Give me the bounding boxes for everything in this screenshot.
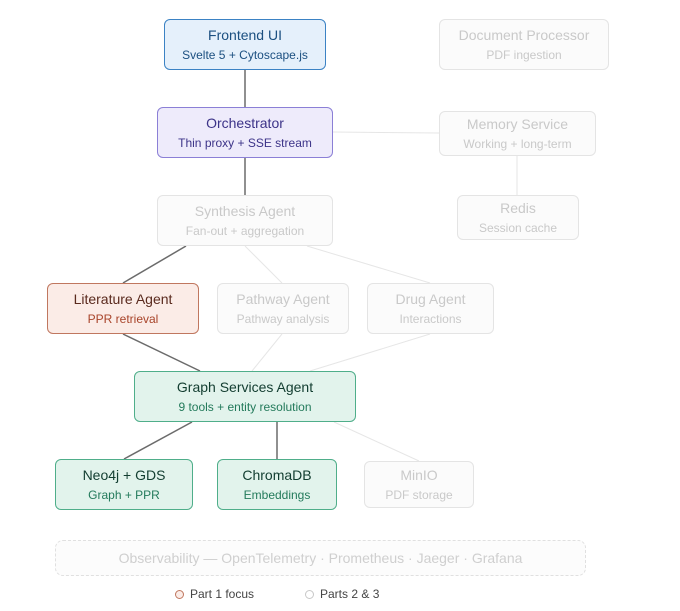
edge-synthesis-to-drug (306, 245, 431, 284)
node-title: Neo4j + GDS (82, 467, 166, 483)
node-subtitle: PDF storage (385, 488, 453, 502)
legend-part1-label: Part 1 focus (190, 587, 255, 601)
node-subtitle: Fan-out + aggregation (185, 224, 305, 238)
node-title: ChromaDB (242, 467, 312, 483)
node-subtitle: 9 tools + entity resolution (178, 400, 312, 414)
node-title: Literature Agent (73, 291, 173, 307)
node-synthesis-agent[interactable]: Synthesis Agent Fan-out + aggregation (157, 195, 333, 246)
node-subtitle: Interactions (399, 312, 462, 326)
legend-part1: Part 1 focus (175, 587, 254, 601)
observability-bar: Observability — OpenTelemetry · Promethe… (55, 540, 586, 576)
node-title: Frontend UI (208, 27, 282, 43)
legend-parts23-label: Parts 2 & 3 (320, 587, 380, 601)
node-subtitle: Embeddings (243, 488, 311, 502)
node-title: Memory Service (466, 116, 569, 132)
edge-synthesis-to-literature (122, 245, 187, 284)
node-minio[interactable]: MinIO PDF storage (364, 461, 474, 508)
node-subtitle: PPR retrieval (87, 312, 159, 326)
node-chromadb[interactable]: ChromaDB Embeddings (217, 459, 337, 510)
edge-graph-to-neo4j (123, 421, 193, 460)
node-subtitle: Working + long-term (463, 137, 572, 151)
node-redis[interactable]: Redis Session cache (457, 195, 579, 240)
legend-focus-marker (175, 589, 184, 599)
edge-drug-to-graph (309, 333, 431, 372)
node-title: Orchestrator (206, 115, 284, 131)
node-subtitle: Graph + PPR (88, 488, 160, 502)
node-subtitle: Svelte 5 + Cytoscape.js (182, 48, 308, 62)
node-title: Pathway Agent (236, 291, 330, 307)
node-memory-service[interactable]: Memory Service Working + long-term (439, 111, 596, 156)
node-graph-services-agent[interactable]: Graph Services Agent 9 tools + entity re… (134, 371, 356, 422)
node-subtitle: Pathway analysis (236, 312, 330, 326)
edge-pathway-to-graph (251, 333, 283, 372)
node-title: MinIO (400, 467, 438, 483)
node-title: Synthesis Agent (194, 203, 296, 219)
node-subtitle: Thin proxy + SSE stream (178, 136, 312, 150)
node-frontend-ui[interactable]: Frontend UI Svelte 5 + Cytoscape.js (164, 19, 326, 70)
edge-synthesis-to-pathway (244, 245, 283, 284)
node-neo4j-gds[interactable]: Neo4j + GDS Graph + PPR (55, 459, 193, 510)
legend-parts23: Parts 2 & 3 (305, 587, 379, 601)
node-title: Document Processor (458, 27, 590, 43)
node-subtitle: PDF ingestion (486, 48, 562, 62)
edge-orchestrator-to-memory (332, 131, 440, 134)
node-pathway-agent[interactable]: Pathway Agent Pathway analysis (217, 283, 349, 334)
node-orchestrator[interactable]: Orchestrator Thin proxy + SSE stream (157, 107, 333, 158)
edge-graph-to-minio (333, 421, 420, 462)
node-literature-agent[interactable]: Literature Agent PPR retrieval (47, 283, 199, 334)
node-document-processor[interactable]: Document Processor PDF ingestion (439, 19, 609, 70)
node-title: Redis (500, 200, 536, 216)
node-drug-agent[interactable]: Drug Agent Interactions (367, 283, 494, 334)
node-title: Drug Agent (395, 291, 466, 307)
legend-other-marker (305, 589, 314, 599)
node-title: Graph Services Agent (176, 379, 314, 395)
edge-literature-to-graph (122, 333, 201, 372)
node-subtitle: Session cache (478, 221, 558, 235)
